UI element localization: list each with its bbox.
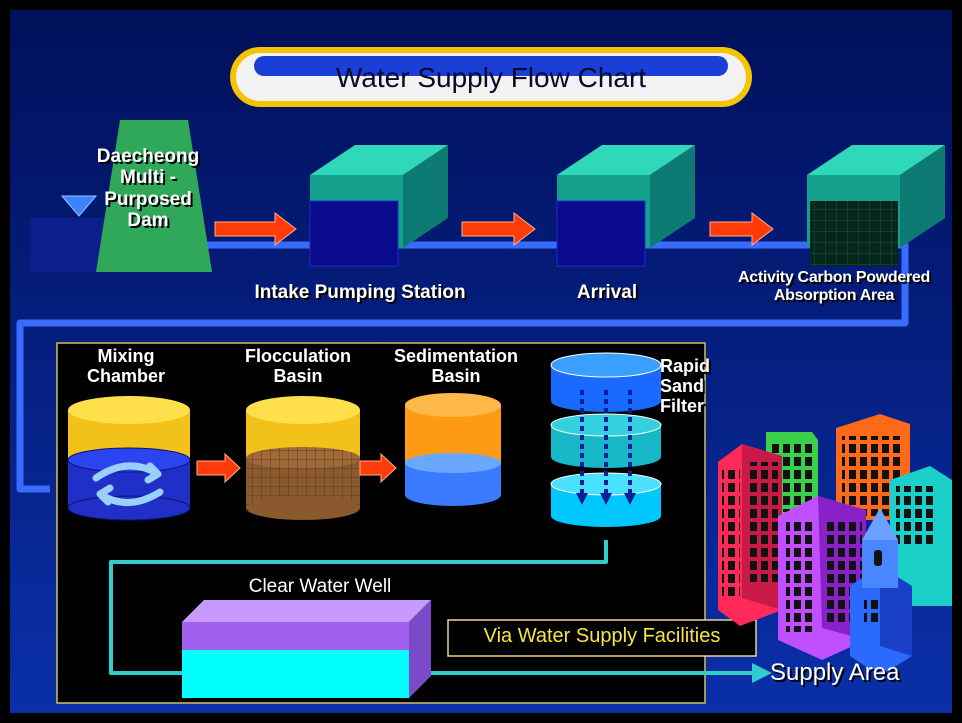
flocculation-basin-tank	[246, 396, 360, 520]
flow-arrow	[359, 452, 397, 484]
intake-box	[309, 145, 448, 267]
intake-pumping-station-label: Intake Pumping Station	[254, 282, 466, 303]
mixing-chamber-tank	[67, 396, 191, 521]
page-title: Water Supply Flow Chart	[335, 62, 647, 93]
flow-arrow	[461, 211, 536, 247]
water-level-icon	[60, 195, 98, 217]
flow-arrow	[709, 211, 774, 247]
title-banner	[230, 47, 752, 107]
via-label-box	[447, 619, 757, 657]
flow-arrow	[196, 452, 241, 484]
dam	[30, 120, 212, 272]
via-water-supply-label: Via Water Supply Facilities	[483, 625, 721, 647]
carbon-box	[807, 145, 945, 266]
city-buildings-icon	[718, 414, 952, 676]
sedimentation-basin-tank	[405, 393, 501, 506]
arrival-box	[556, 145, 695, 267]
clear-water-well	[182, 600, 431, 698]
arrival-label: Arrival	[576, 282, 638, 303]
clear-water-well-label: Clear Water Well	[248, 576, 392, 597]
supply-area-label: Supply Area	[770, 659, 900, 686]
flow-arrow	[214, 211, 297, 247]
rapid-sand-filter-tank	[550, 352, 662, 527]
clean-water-pipe	[109, 540, 772, 683]
